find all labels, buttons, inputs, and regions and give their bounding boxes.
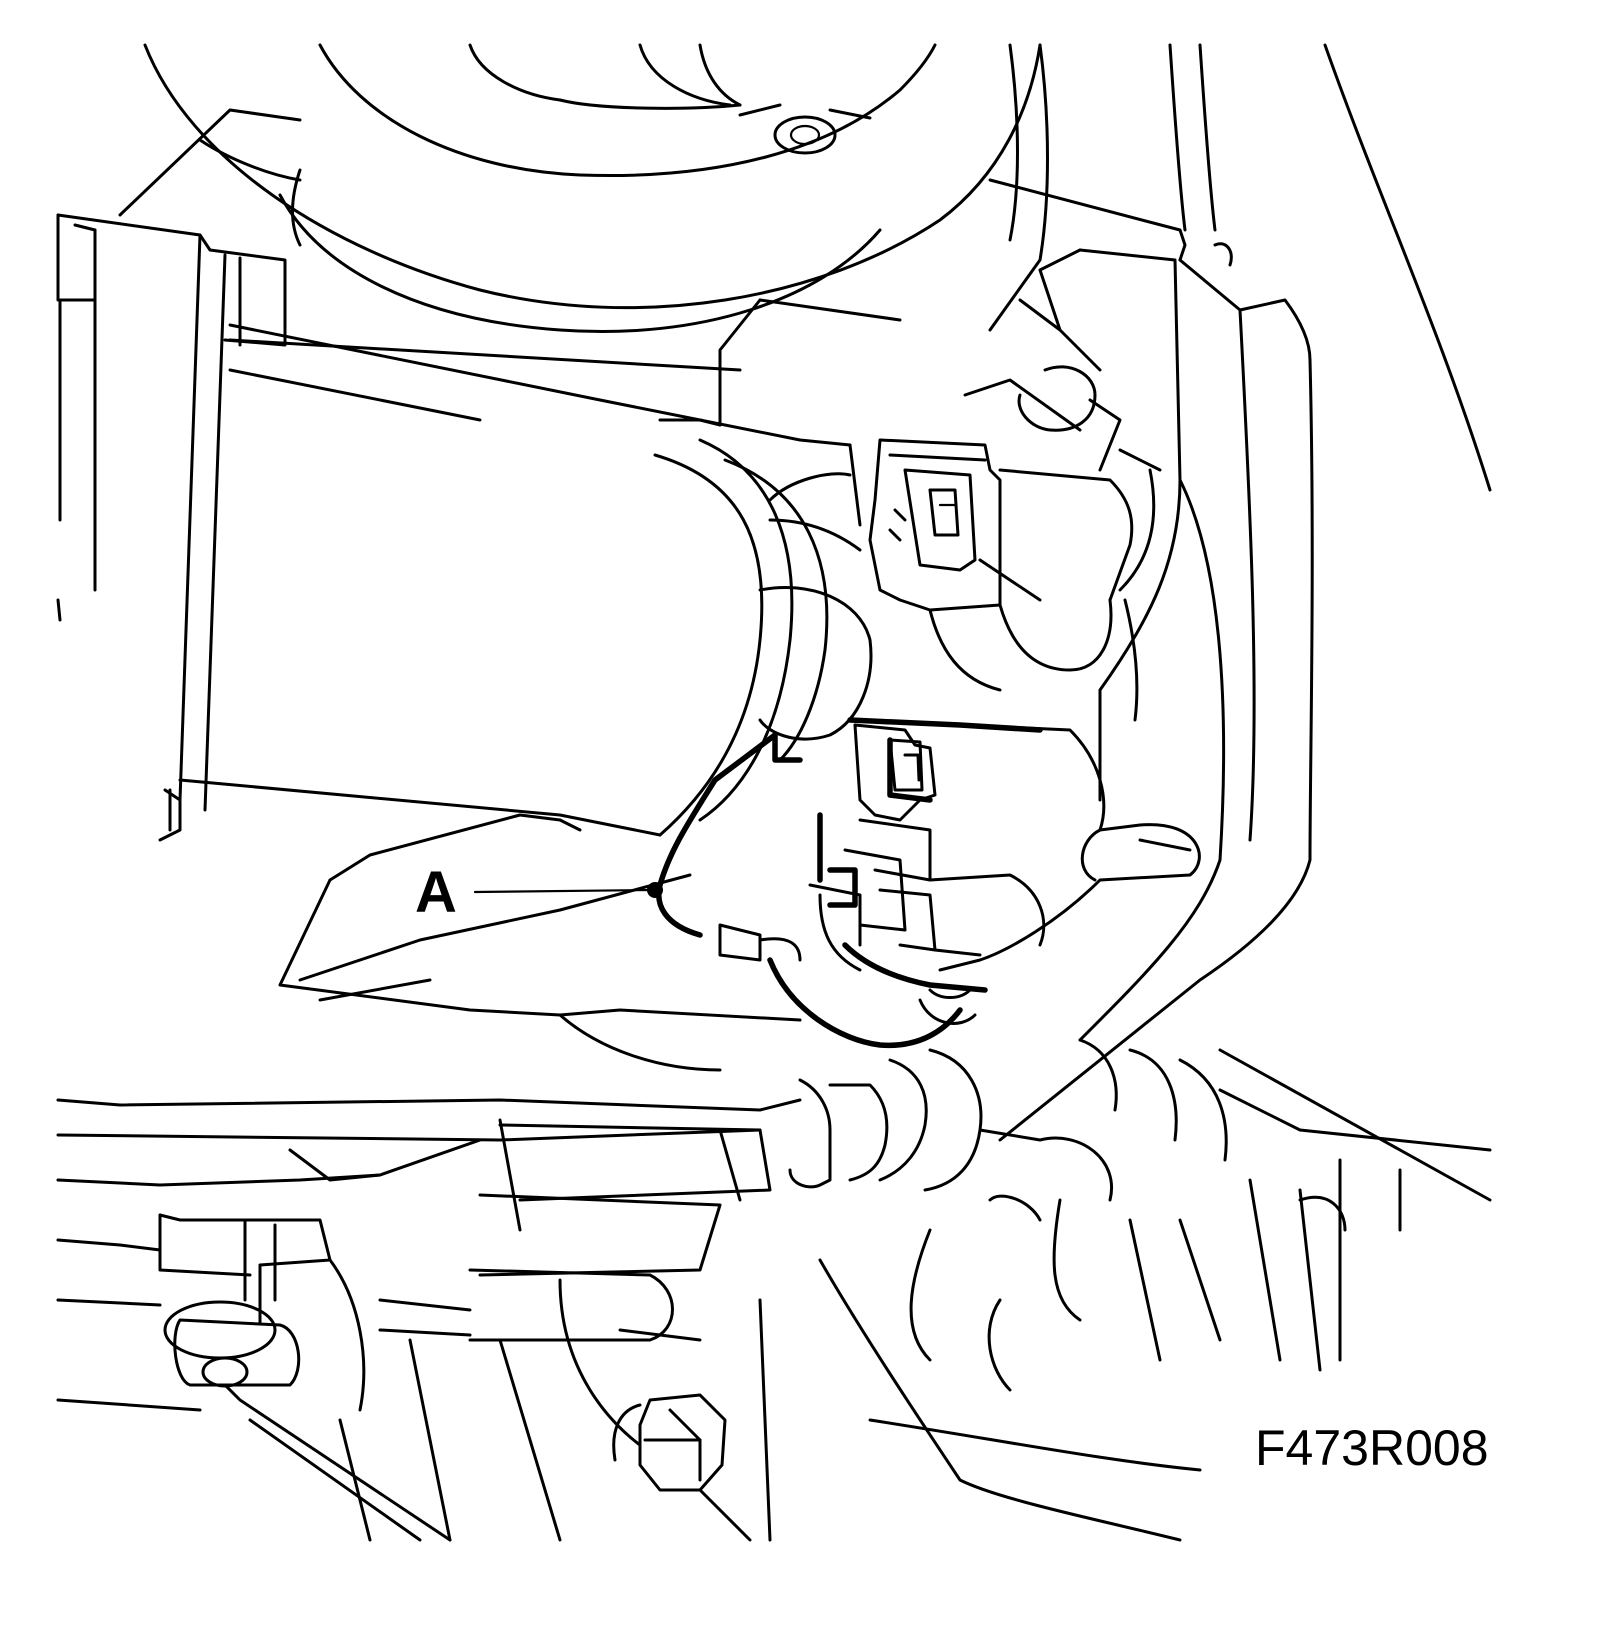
callout-leader-line	[473, 888, 654, 894]
upper-pulley-housing	[118, 43, 1042, 334]
leader-dot-icon	[647, 882, 663, 898]
lower-connector-a	[656, 717, 1201, 1049]
left-bracket	[56, 213, 287, 842]
motor-cylinder	[178, 298, 902, 837]
lower-frame	[56, 1138, 1402, 1542]
figure-code: F473R008	[1255, 1420, 1489, 1476]
callout-a: A	[415, 860, 663, 925]
upper-connector	[868, 438, 1134, 692]
right-housing	[963, 43, 1492, 1142]
hex-bolt	[612, 1393, 727, 1492]
bracket-plate	[278, 813, 802, 1072]
lower-shaft	[56, 1038, 1492, 1342]
callout-label: A	[415, 860, 457, 925]
lower-left-mount	[163, 1218, 301, 1388]
